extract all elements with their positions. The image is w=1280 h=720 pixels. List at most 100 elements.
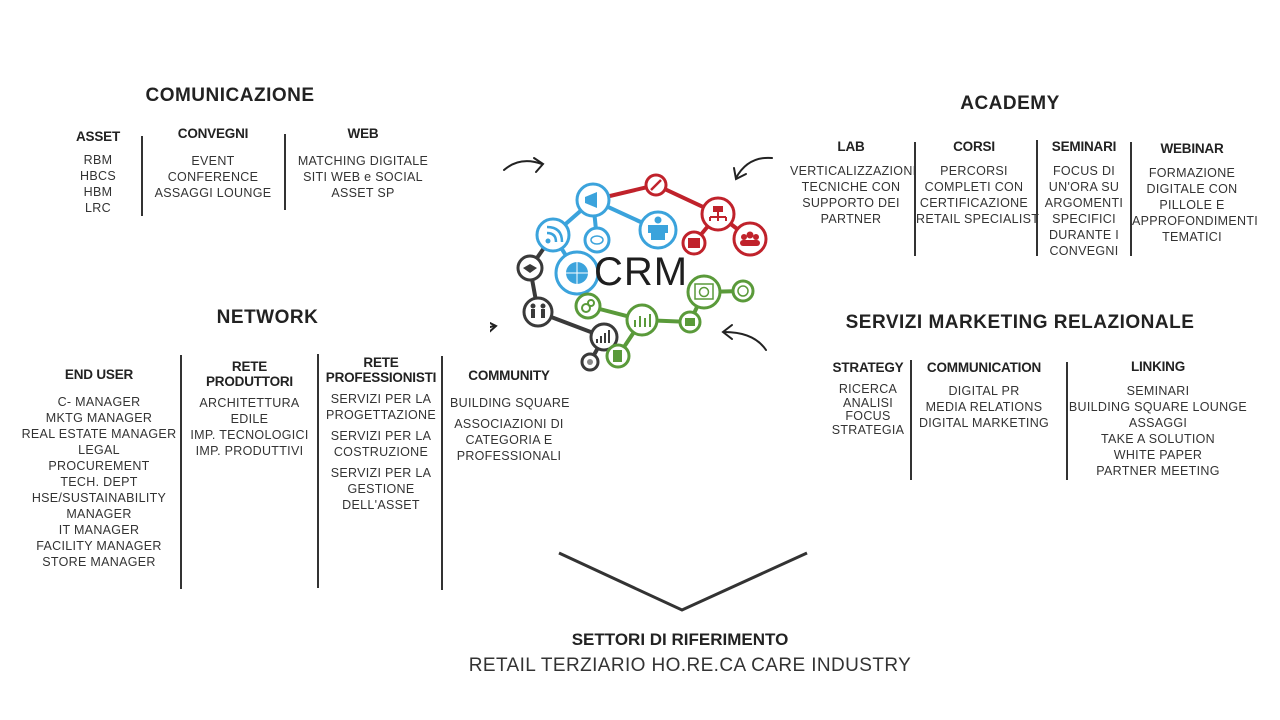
network-col-end-user: END USER C- MANAGER MKTG MANAGER REAL ES…: [14, 367, 184, 570]
crm-node-chat-icon: [583, 226, 611, 254]
list-item: GESTIONE: [347, 482, 415, 496]
list-item: RBM: [83, 153, 113, 167]
column-header: STRATEGY: [832, 360, 904, 375]
column-header: WEB: [347, 126, 379, 141]
column-header: LAB: [837, 139, 865, 154]
list-item: SUPPORTO DEI: [802, 196, 900, 210]
arrow-top-right-icon: [733, 156, 773, 181]
list-item: MEDIA RELATIONS: [925, 400, 1043, 414]
list-item: PERCORSI: [940, 164, 1008, 178]
list-item: PROFESSIONALI: [456, 449, 562, 463]
crm-node-ring-icon: [731, 279, 755, 303]
list-item: LEGAL: [78, 443, 120, 457]
list-item: PROCUREMENT: [48, 459, 150, 473]
column-header: COMMUNITY: [468, 368, 550, 383]
network-col-rete-produttori: RETE PRODUTTORI ARCHITETTURA EDILE IMP. …: [183, 359, 316, 459]
comunicazione-col-convegni: CONVEGNI EVENT CONFERENCE ASSAGGI LOUNGE: [148, 126, 278, 201]
list-item: REAL ESTATE MANAGER: [21, 427, 177, 441]
list-item: FORMAZIONE: [1148, 166, 1236, 180]
list-item: SITI WEB e SOCIAL: [303, 170, 423, 184]
list-item: PILLOLE E: [1159, 198, 1225, 212]
list-item: CONFERENCE: [167, 170, 259, 184]
list-item: ASSAGGI: [1128, 416, 1188, 430]
divider: [1036, 140, 1038, 256]
list-item: STRATEGIA: [831, 422, 905, 437]
comunicazione-title: COMUNICAZIONE: [145, 85, 315, 106]
list-item: STORE MANAGER: [42, 555, 156, 569]
list-item: PROGETTAZIONE: [326, 408, 436, 422]
list-item: IMP. PRODUTTIVI: [195, 444, 304, 458]
marketing-col-linking: LINKING SEMINARI BUILDING SQUARE LOUNGE …: [1068, 359, 1248, 479]
divider: [1130, 142, 1132, 256]
list-item: BUILDING SQUARE LOUNGE: [1068, 400, 1248, 414]
list-item: C- MANAGER: [57, 395, 141, 409]
column-header: END USER: [64, 367, 134, 382]
list-item: PARTNER: [820, 212, 882, 226]
divider: [317, 354, 319, 588]
crm-node-analytics-icon: [625, 303, 659, 337]
crm-node-group-icon: [732, 221, 768, 257]
list-item: CERTIFICAZIONE: [919, 196, 1029, 210]
list-item: TAKE A SOLUTION: [1100, 432, 1216, 446]
list-item: IT MANAGER: [58, 523, 140, 537]
list-item: EVENT: [191, 154, 235, 168]
column-header: RETE: [363, 355, 399, 370]
list-item: HSE/SUSTAINABILITY: [31, 491, 167, 505]
comunicazione-col-asset: ASSET RBM HBCS HBM LRC: [68, 129, 128, 216]
list-item: RICERCA: [838, 382, 898, 396]
list-item: TECNICHE CON: [801, 180, 901, 194]
list-item: VERTICALIZZAZIONI: [790, 164, 917, 178]
divider: [441, 356, 443, 590]
list-item: COSTRUZIONE: [333, 445, 429, 459]
divider: [1066, 362, 1068, 480]
list-item: MKTG MANAGER: [45, 411, 153, 425]
academy-col-lab: LAB VERTICALIZZAZIONI TECNICHE CON SUPPO…: [790, 139, 917, 227]
crm-node-document-icon: [605, 343, 631, 369]
network-col-rete-professionisti: RETE PROFESSIONISTI SERVIZI PER LA PROGE…: [320, 355, 442, 518]
crm-node-handshake-icon: [516, 254, 544, 282]
list-item: DURANTE I: [1048, 228, 1120, 242]
list-group: ASSOCIAZIONI DI CATEGORIA E PROFESSIONAL…: [450, 416, 568, 464]
list-item: IMP. TECNOLOGICI: [190, 428, 309, 442]
list-item: ASSOCIAZIONI DI: [454, 417, 564, 431]
list-item: ARCHITETTURA: [199, 396, 300, 410]
list-item: DIGITALE CON: [1146, 182, 1238, 196]
list-item: RETAIL SPECIALIST: [916, 212, 1040, 226]
list-item: ARGOMENTI: [1044, 196, 1124, 210]
arrow-top-left-icon: [503, 157, 545, 173]
list-item: LRC: [85, 201, 111, 215]
list-item: DIGITAL MARKETING: [918, 416, 1050, 430]
column-header: CORSI: [953, 139, 995, 154]
list-item: TEMATICI: [1162, 230, 1222, 244]
crm-node-speaker-icon: [638, 210, 678, 250]
divider: [914, 142, 916, 256]
academy-col-webinar: WEBINAR FORMAZIONE DIGITALE CON PILLOLE …: [1132, 141, 1259, 245]
list-item: ANALISI: [842, 395, 894, 410]
academy-col-seminari: SEMINARI FOCUS DI UN'ORA SU ARGOMENTI SP…: [1038, 139, 1130, 259]
divider: [141, 136, 143, 216]
crm-node-screen-icon: [678, 310, 702, 334]
list-item: SERVIZI PER LA: [330, 429, 432, 443]
list-item: CATEGORIA E: [465, 433, 553, 447]
list-item: APPROFONDIMENTI: [1132, 214, 1259, 228]
column-header: SEMINARI: [1051, 139, 1117, 154]
list-item: HBCS: [80, 169, 116, 183]
marketing-title: SERVIZI MARKETING RELAZIONALE: [845, 312, 1195, 333]
network-title: NETWORK: [216, 307, 319, 328]
crm-node-wifi-icon: [535, 217, 571, 253]
crm-node-globe-icon: [554, 250, 600, 296]
arrow-bottom-right-icon: [721, 324, 767, 351]
marketing-col-communication: COMMUNICATION DIGITAL PR MEDIA RELATIONS…: [914, 360, 1054, 431]
column-header: CONVEGNI: [177, 126, 249, 141]
arrow-bottom-left-icon: [490, 321, 498, 333]
column-header: PROFESSIONISTI: [325, 370, 437, 385]
column-header: COMMUNICATION: [926, 360, 1042, 375]
list-item: DIGITAL PR: [948, 384, 1020, 398]
crm-node-megaphone-icon: [575, 182, 611, 218]
crm-diagram: CRM: [490, 156, 773, 372]
list-item: ASSAGGI LOUNGE: [154, 186, 272, 200]
column-header: PRODUTTORI: [205, 374, 293, 389]
list-group: SERVIZI PER LA GESTIONE DELL'ASSET: [320, 465, 442, 513]
crm-node-web-search-icon: [686, 274, 722, 310]
list-item: EDILE: [230, 412, 269, 426]
